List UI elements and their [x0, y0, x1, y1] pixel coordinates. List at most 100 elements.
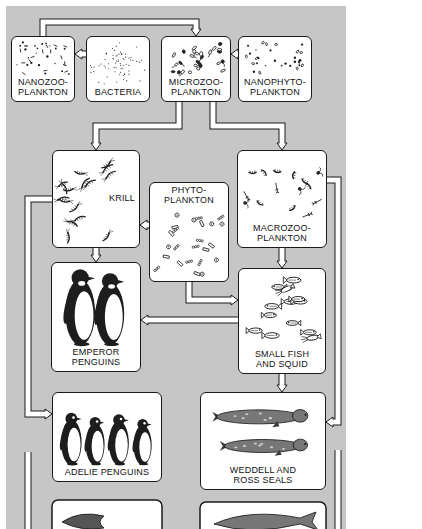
nanophytoplankton-cell	[294, 57, 296, 59]
plankton-speck	[54, 45, 58, 47]
krill-body	[63, 189, 73, 192]
plankton-speck	[30, 62, 32, 64]
penguin-belly	[139, 432, 150, 461]
krill-figure	[74, 170, 88, 176]
seal-spot	[243, 445, 246, 447]
krill-body	[84, 178, 96, 187]
bacterium-dot	[115, 55, 116, 56]
arrow-band-fill	[327, 180, 338, 422]
fish-figure	[246, 328, 262, 334]
fish-body	[265, 304, 279, 309]
krill-eye	[58, 185, 60, 187]
krill-eye	[105, 177, 108, 180]
node-label: ADELIE PENGUINS	[65, 468, 150, 478]
bacterium-dot	[91, 67, 92, 68]
krill-antenna	[63, 218, 68, 223]
cell-outline	[195, 52, 199, 56]
plankton-speck	[24, 45, 28, 46]
microzooplankton-cell	[171, 71, 175, 73]
krill-figure	[59, 198, 74, 204]
penguin-beak	[100, 421, 105, 424]
microzooplankton-cell	[195, 60, 203, 67]
pteropod-wings	[297, 186, 305, 196]
fish-figure	[261, 312, 276, 317]
penguin-feet	[67, 463, 78, 466]
penguin-eye-ring	[143, 422, 145, 424]
diatom	[166, 244, 171, 249]
illustration-group	[61, 269, 124, 346]
plankton-speck	[26, 46, 27, 47]
nanophytoplankton-cell	[298, 63, 299, 64]
fish-tail	[261, 312, 264, 317]
seal-figure	[212, 410, 307, 428]
diatom	[199, 220, 204, 226]
diatom	[168, 230, 174, 236]
fish-eye	[294, 300, 296, 302]
krill-body	[59, 199, 70, 203]
microzooplankton-cell	[172, 52, 176, 57]
microzooplankton-cell	[193, 50, 196, 57]
macrozooplankton-figure	[304, 182, 312, 190]
cell-outline	[195, 60, 200, 65]
nanophytoplankton-cell	[255, 57, 258, 60]
penguin-belly	[105, 294, 123, 340]
seal-spot	[259, 413, 262, 415]
krill-legs	[77, 171, 82, 175]
nanophytoplankton-cell	[281, 65, 283, 67]
bacterium-dot	[90, 65, 91, 66]
arrow-band-fill	[280, 248, 285, 264]
food-arrow	[91, 102, 179, 150]
macrozooplankton-figure	[288, 204, 296, 212]
macrozooplankton-figure	[256, 199, 265, 206]
fish-eye	[267, 305, 269, 307]
krill-eye	[68, 200, 70, 202]
cell-outline	[193, 50, 196, 54]
diatom-cell	[214, 257, 219, 262]
diatom-chain	[185, 261, 188, 264]
macrozooplankton-figure	[295, 184, 305, 195]
penguin-beak	[124, 419, 129, 422]
seal-head	[293, 439, 307, 451]
microzooplankton-cell	[190, 54, 198, 59]
food-arrow	[231, 49, 238, 59]
diatom	[192, 245, 199, 248]
krill-figure	[102, 169, 117, 182]
penguin-eye-ring	[96, 420, 98, 422]
fish-eye	[276, 334, 278, 336]
krill-antenna	[102, 177, 107, 182]
microzooplankton-cell	[177, 71, 180, 75]
penguin-figure	[106, 414, 129, 465]
bacterium-dot	[120, 52, 121, 53]
bacterium-dot	[93, 67, 94, 68]
bacterium-dot	[104, 65, 105, 66]
bacterium-dot	[114, 50, 115, 51]
fish-tail	[291, 298, 295, 304]
food-box: MICROZOO- PLANKTON	[161, 36, 231, 102]
krill-antenna	[70, 200, 74, 204]
amphipod-body	[261, 169, 267, 176]
microzooplankton-cell	[195, 52, 199, 56]
seal-spot	[245, 413, 248, 415]
arrow-band-outline	[279, 248, 286, 263]
food-arrow	[91, 248, 101, 262]
bacterium-dot	[139, 62, 140, 63]
macrozooplankton-figure	[292, 171, 297, 180]
amphipod-legs	[257, 200, 263, 206]
amphipod-legs	[302, 178, 308, 184]
plankton-speck	[41, 43, 43, 45]
seal-spot	[242, 417, 245, 419]
penguin-head	[90, 417, 101, 428]
cell-outline	[208, 50, 212, 55]
bacterium-dot	[116, 60, 117, 61]
node-label: WEDDELL AND ROSS SEALS	[226, 466, 300, 486]
arrow-band-fill	[280, 374, 285, 388]
cell-outline	[196, 67, 200, 71]
seal-body	[217, 410, 301, 424]
diatom	[197, 259, 202, 266]
food-arrow	[277, 374, 287, 392]
plankton-speck	[43, 70, 47, 72]
penguin-figure	[92, 273, 124, 346]
nanophytoplankton-cell	[253, 71, 255, 73]
bacterium-dot	[123, 65, 124, 66]
squid-mantle	[307, 334, 320, 341]
